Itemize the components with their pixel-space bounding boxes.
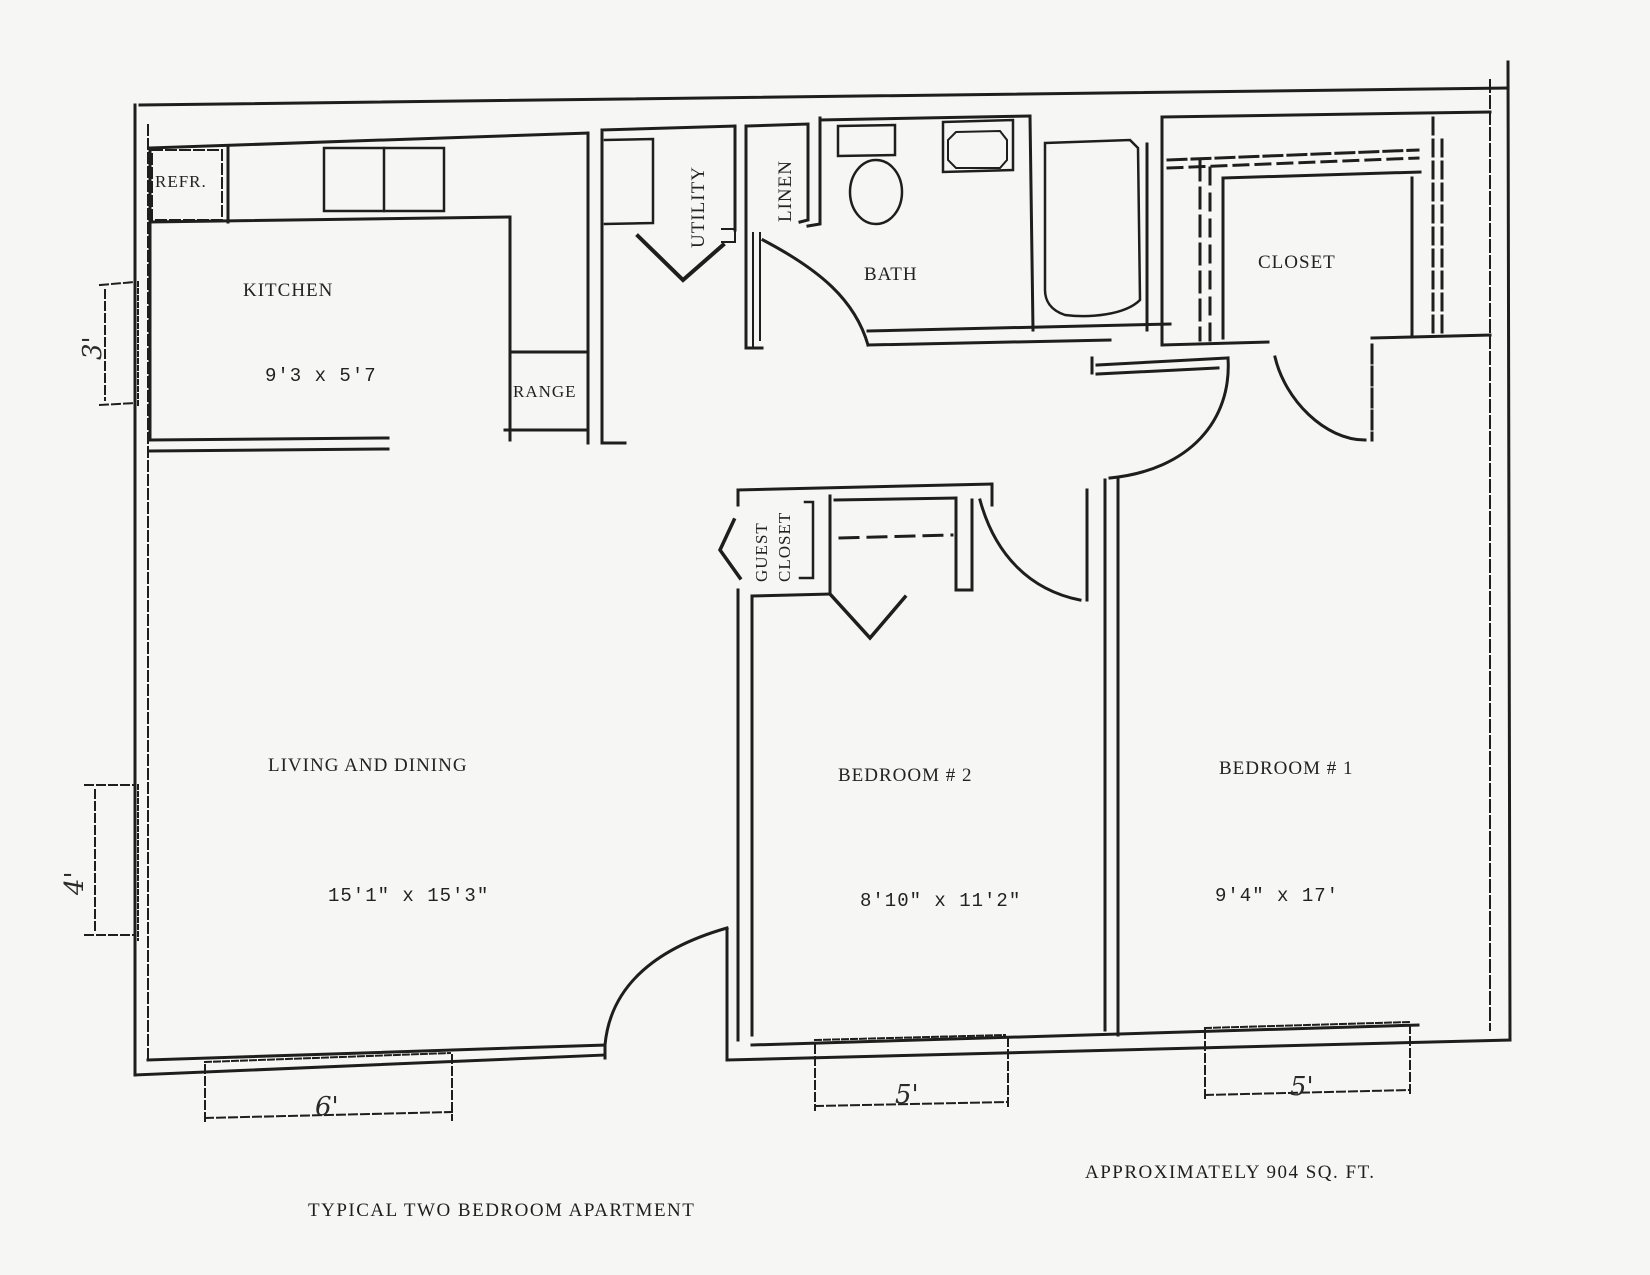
hall-walls [1085, 343, 1374, 1037]
bedroom2-window-dimension: 5' [895, 1080, 919, 1110]
kitchen-label: KITCHEN [243, 280, 334, 301]
kitchen-window-dimension: 3' [78, 336, 108, 360]
living-dining-size: 15'1" x 15'3" [328, 885, 490, 907]
dimension-lines [84, 280, 1412, 1126]
bedroom2-walls [603, 482, 1082, 1047]
bedroom1-size: 9'4" x 17' [1215, 885, 1340, 907]
bedroom2-label: BEDROOM # 2 [838, 765, 973, 786]
utility-linen-walls [600, 116, 822, 445]
linen-label: LINEN [775, 160, 796, 222]
refrigerator-label: REFR. [155, 172, 207, 191]
living-dining-label: LIVING AND DINING [268, 755, 468, 776]
plan-title: TYPICAL TWO BEDROOM APARTMENT [308, 1200, 696, 1221]
exterior-walls [133, 60, 1512, 1077]
range-label: RANGE [513, 382, 577, 401]
kitchen-size: 9'3 x 5'7 [265, 365, 377, 387]
bath-label: BATH [864, 264, 918, 285]
guest-closet-label-line1: GUEST [752, 522, 771, 582]
area-caption: APPROXIMATELY 904 SQ. FT. [1085, 1162, 1376, 1183]
guest-closet-label-line2: CLOSET [775, 511, 794, 582]
windows [137, 281, 1412, 1064]
closet-walls [1160, 110, 1492, 347]
utility-label: UTILITY [688, 166, 709, 248]
bedroom2-size: 8'10" x 11'2" [860, 890, 1022, 912]
bedroom1-label: BEDROOM # 1 [1219, 758, 1354, 779]
bedroom1-window-dimension: 5' [1290, 1072, 1314, 1102]
living-side-window-dimension: 4' [60, 871, 90, 895]
bath-walls [760, 114, 1172, 347]
kitchen-walls [148, 131, 590, 453]
living-front-window-dimension: 6' [315, 1092, 339, 1122]
closet-label: CLOSET [1258, 252, 1336, 273]
